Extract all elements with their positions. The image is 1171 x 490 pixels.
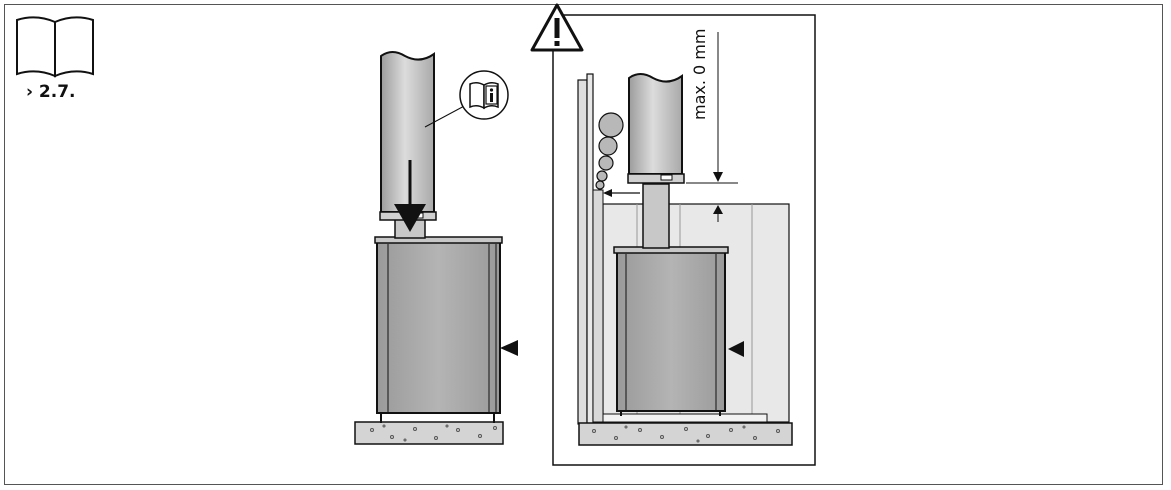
handle-right bbox=[728, 341, 744, 357]
stove-body-left bbox=[376, 240, 501, 414]
right-stove-diagram bbox=[577, 32, 793, 446]
handle-left bbox=[500, 340, 518, 356]
section-reference: › 2.7. bbox=[26, 82, 76, 102]
floor-left bbox=[354, 421, 504, 445]
dimension-label: max. 0 mm bbox=[690, 28, 709, 120]
smoke-puffs bbox=[595, 112, 624, 190]
left-stove-diagram bbox=[354, 51, 518, 445]
warning-triangle-icon bbox=[530, 3, 584, 52]
stove-body-right bbox=[616, 250, 726, 412]
floor-right bbox=[578, 422, 793, 446]
chimney-pipe-left bbox=[380, 51, 435, 213]
open-book-icon bbox=[16, 16, 94, 78]
chimney-pipe-right bbox=[628, 73, 683, 175]
dimension-marker bbox=[686, 32, 738, 222]
warning-panel bbox=[552, 14, 816, 466]
book-info-icon bbox=[459, 70, 509, 120]
figure-frame bbox=[4, 4, 1163, 485]
down-arrow bbox=[394, 204, 426, 232]
